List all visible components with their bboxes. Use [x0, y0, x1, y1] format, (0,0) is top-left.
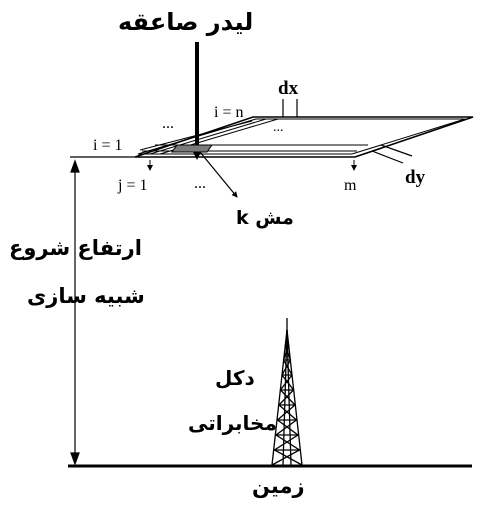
- start-height-label-line1: ارتفاع شروع: [9, 236, 142, 260]
- mesh-k-label: مش k: [236, 207, 294, 229]
- start-height-label-line2: شبیه سازی: [27, 284, 145, 308]
- m-label: m: [344, 177, 357, 194]
- dots-top-label: ...: [162, 115, 174, 132]
- dx-label: dx: [278, 78, 299, 99]
- i-last-label: i = n: [214, 104, 244, 121]
- ground-label: زمین: [252, 474, 305, 498]
- lightning-leader-title: لیدر صاعقه: [118, 8, 254, 36]
- i-first-label: i = 1: [93, 137, 123, 154]
- tower-label-line2: مخابراتی: [188, 411, 277, 435]
- mesh-k-cell: [171, 144, 213, 153]
- tower: [271, 318, 303, 466]
- dy-bracket: [371, 144, 413, 164]
- dx-bracket: [282, 99, 298, 117]
- tower-label-line1: دکل: [215, 366, 255, 390]
- dots-bottom-label: ...: [194, 175, 206, 192]
- mesh-k-arrow: [199, 151, 238, 198]
- height-dimension: [70, 159, 80, 466]
- dy-label: dy: [405, 167, 426, 188]
- index-down-arrows: [147, 160, 357, 171]
- j-first-label: j = 1: [118, 177, 148, 194]
- dots-inner-label: ...: [273, 120, 284, 135]
